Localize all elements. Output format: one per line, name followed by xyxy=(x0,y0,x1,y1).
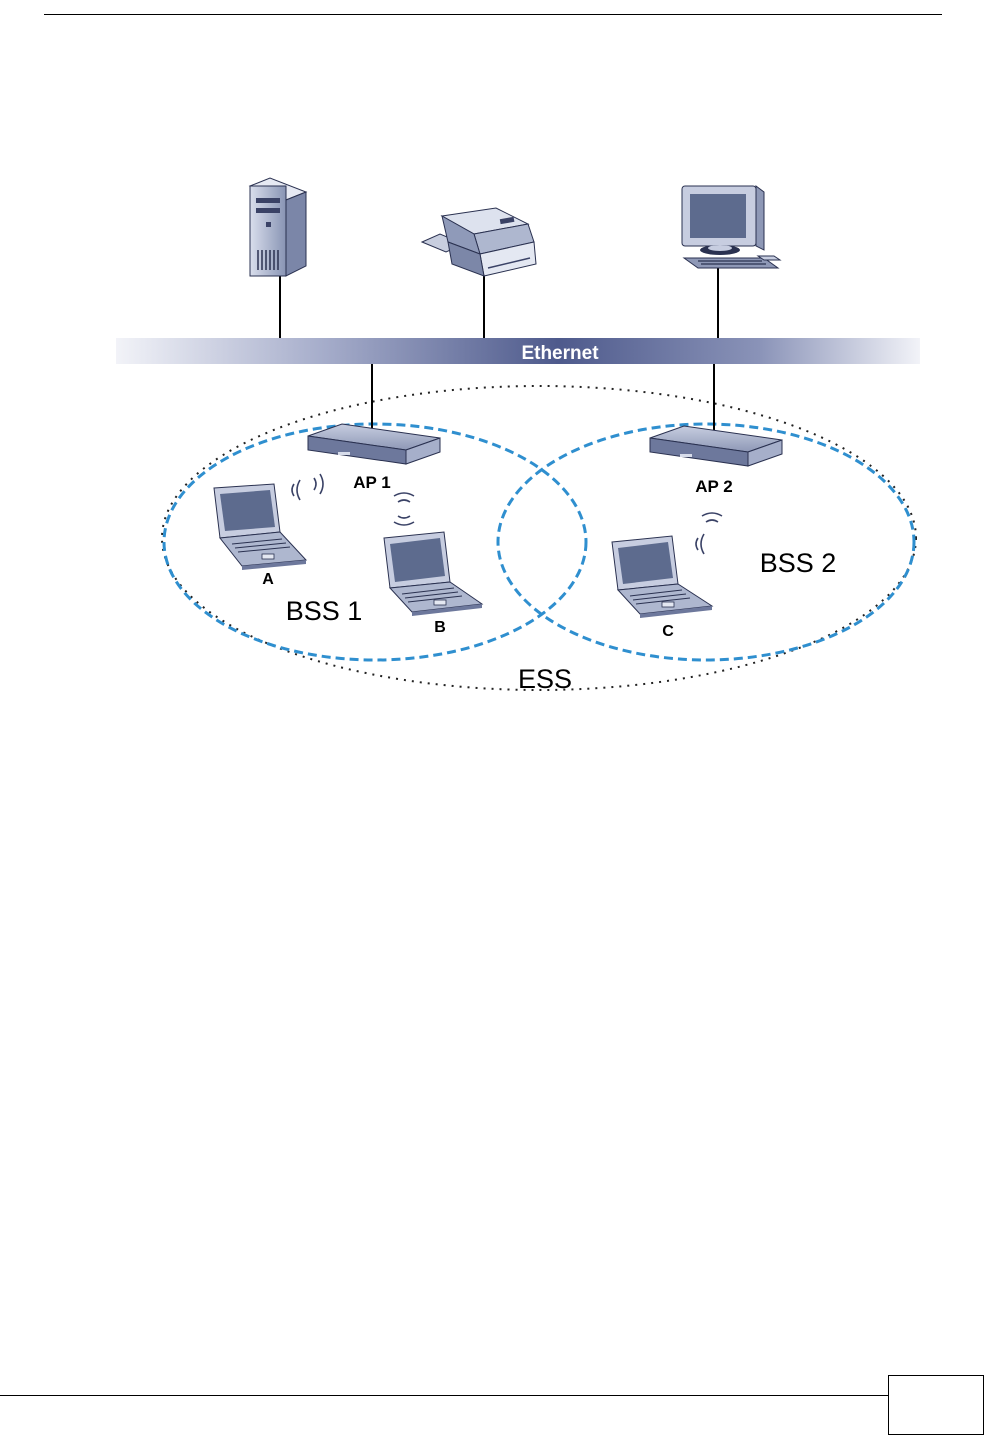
ess-label: ESS xyxy=(518,664,572,694)
access-point-icon xyxy=(308,424,440,464)
ethernet-backbone: Ethernet xyxy=(116,338,920,364)
ap2-label: AP 2 xyxy=(695,477,733,496)
ethernet-label: Ethernet xyxy=(521,343,599,364)
server-tower-icon xyxy=(250,178,306,276)
ess-network-diagram: Ethernet xyxy=(116,172,920,698)
station-a-label: A xyxy=(262,571,274,588)
station-c-label: C xyxy=(662,623,674,640)
bss1-label: BSS 1 xyxy=(286,596,363,626)
wireless-signal-icon xyxy=(292,474,323,500)
wireless-signal-icon xyxy=(696,513,722,554)
bss2-label: BSS 2 xyxy=(760,548,837,578)
desktop-computer-icon xyxy=(682,186,780,268)
laptop-icon xyxy=(214,484,306,570)
access-point-icon xyxy=(650,426,782,466)
wireless-signal-icon xyxy=(394,493,414,525)
footer-rule xyxy=(0,1395,888,1396)
header-rule xyxy=(44,14,942,15)
station-b-label: B xyxy=(434,619,446,636)
ap1-label: AP 1 xyxy=(353,473,391,492)
page-number-box xyxy=(888,1375,984,1435)
printer-icon xyxy=(422,208,536,276)
laptop-icon xyxy=(384,532,482,616)
